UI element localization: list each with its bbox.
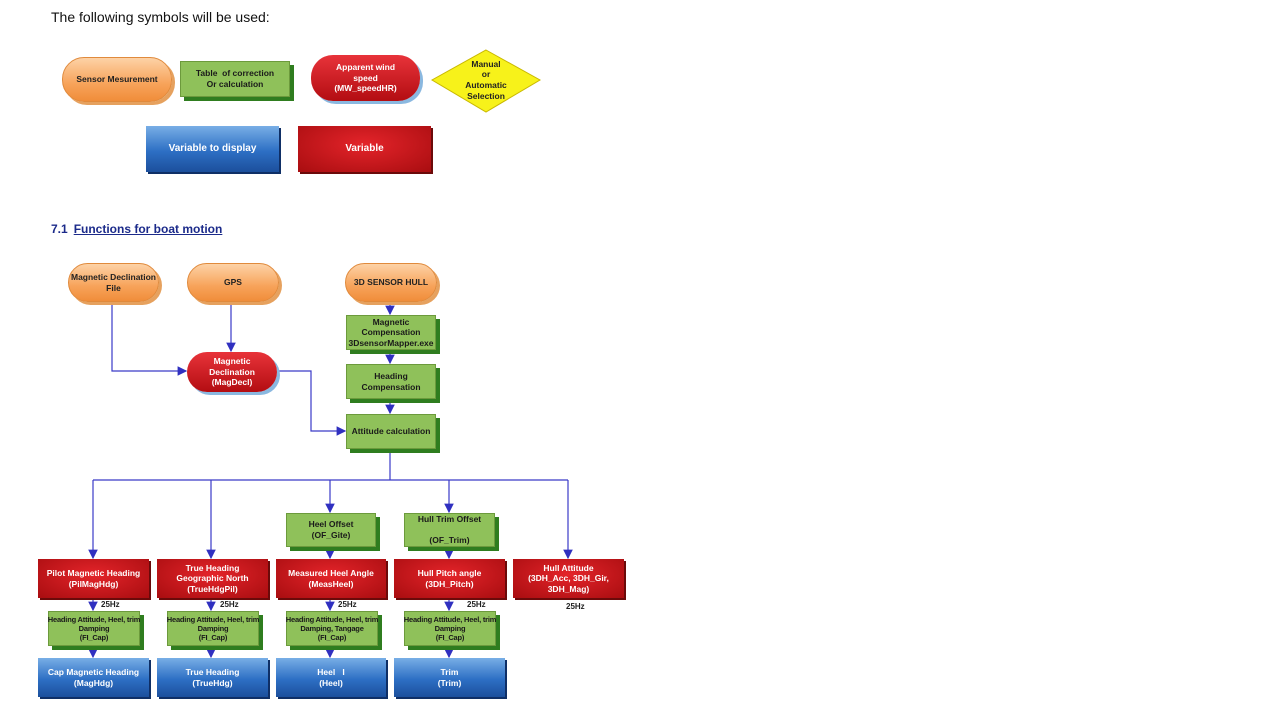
rate-label: 25Hz [101,600,120,609]
legend-selection-diamond [430,49,542,113]
node-true-heading-geographic: True Heading Geographic North (TrueHdgPi… [157,559,268,598]
section-heading: 7.1 Functions for boat motion [51,222,222,236]
node-cap-magnetic-heading: Cap Magnetic Heading (MagHdg) [38,658,149,697]
rate-label: 25Hz [467,600,486,609]
legend-variable-display: Variable to display [146,126,279,172]
node-attitude-calculation: Attitude calculation [346,414,436,449]
legend-variable: Variable [298,126,431,172]
node-magnetic-declination: Magnetic Declination (MagDecl) [187,352,277,392]
intro-text: The following symbols will be used: [51,9,270,25]
node-heel: Heel I (Heel) [276,658,386,697]
node-magnetic-declination-file: Magnetic Declination File [68,263,159,302]
node-trim: Trim (Trim) [394,658,505,697]
node-pilot-magnetic-heading: Pilot Magnetic Heading (PilMagHdg) [38,559,149,598]
section-number: 7.1 [51,222,68,236]
node-3d-sensor-hull: 3D SENSOR HULL [345,263,437,302]
node-gps: GPS [187,263,279,302]
node-heel-offset: Heel Offset (OF_Gite) [286,513,376,547]
legend-apparent-wind: Apparent wind speed (MW_speedHR) [311,55,420,101]
node-damping-2: Heading Attitude, Heel, trim Damping (FI… [167,611,259,646]
node-true-heading: True Heading (TrueHdg) [157,658,268,697]
legend-selection: Manual or Automatic Selection [465,58,507,101]
node-hull-attitude: Hull Attitude (3DH_Acc, 3DH_Gir, 3DH_Mag… [513,559,624,598]
rate-label: 25Hz [566,602,585,611]
legend-table: Table of correction Or calculation [180,61,290,97]
legend-sensor: Sensor Mesurement [62,57,172,102]
node-measured-heel-angle: Measured Heel Angle (MeasHeel) [276,559,386,598]
node-hull-pitch-angle: Hull Pitch angle (3DH_Pitch) [394,559,505,598]
node-magnetic-compensation: Magnetic Compensation 3DsensorMapper.exe [346,315,436,350]
node-damping-1: Heading Attitude, Heel, trim Damping (FI… [48,611,140,646]
node-heading-compensation: Heading Compensation [346,364,436,399]
rate-label: 25Hz [338,600,357,609]
rate-label: 25Hz [220,600,239,609]
node-hull-trim-offset: Hull Trim Offset (OF_Trim) [404,513,495,547]
section-title-link[interactable]: Functions for boat motion [73,222,223,236]
node-damping-3: Heading Attitude, Heel, trim Damping, Ta… [286,611,378,646]
node-damping-4: Heading Attitude, Heel, trim Damping (FI… [404,611,496,646]
